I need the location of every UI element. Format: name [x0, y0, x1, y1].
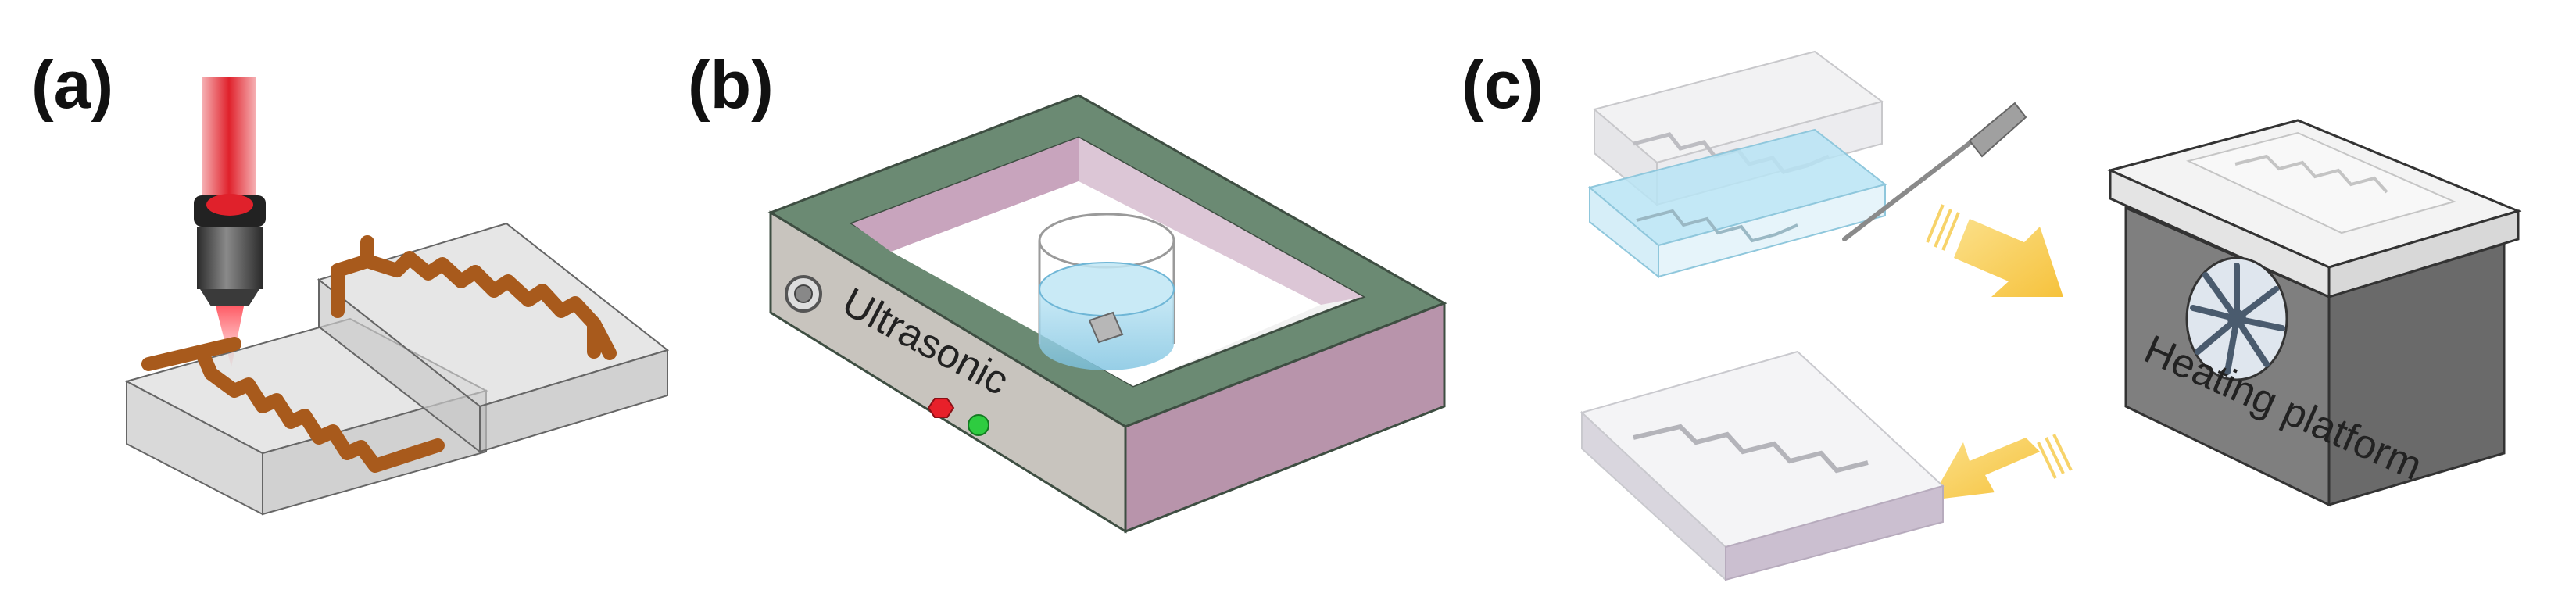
- chip-on-heater: [2186, 131, 2456, 234]
- status-led-red-icon: [927, 398, 955, 418]
- panel-label-c: (c): [1462, 48, 1544, 123]
- panel-label-a: (a): [31, 48, 113, 123]
- laser-focus-cone: [216, 306, 244, 367]
- fan-icon: [2185, 256, 2288, 381]
- beaker-icon: [1038, 213, 1175, 370]
- laser-beam: [202, 77, 256, 202]
- power-knob-icon: [785, 275, 822, 313]
- pipette-icon: [1842, 102, 2027, 241]
- microchannel-left: [141, 337, 445, 473]
- microchannel-right: [331, 235, 617, 360]
- panel-label-b: (b): [688, 48, 774, 123]
- objective-lens-icon: [194, 194, 266, 306]
- chip-bottom-piece: [1587, 128, 1887, 279]
- chip-right: [317, 222, 670, 454]
- status-led-green-icon: [968, 414, 989, 436]
- bonded-chip: [1580, 350, 1945, 582]
- arrow-left-icon: [1930, 434, 2073, 500]
- arrow-right-icon: [1926, 204, 2063, 297]
